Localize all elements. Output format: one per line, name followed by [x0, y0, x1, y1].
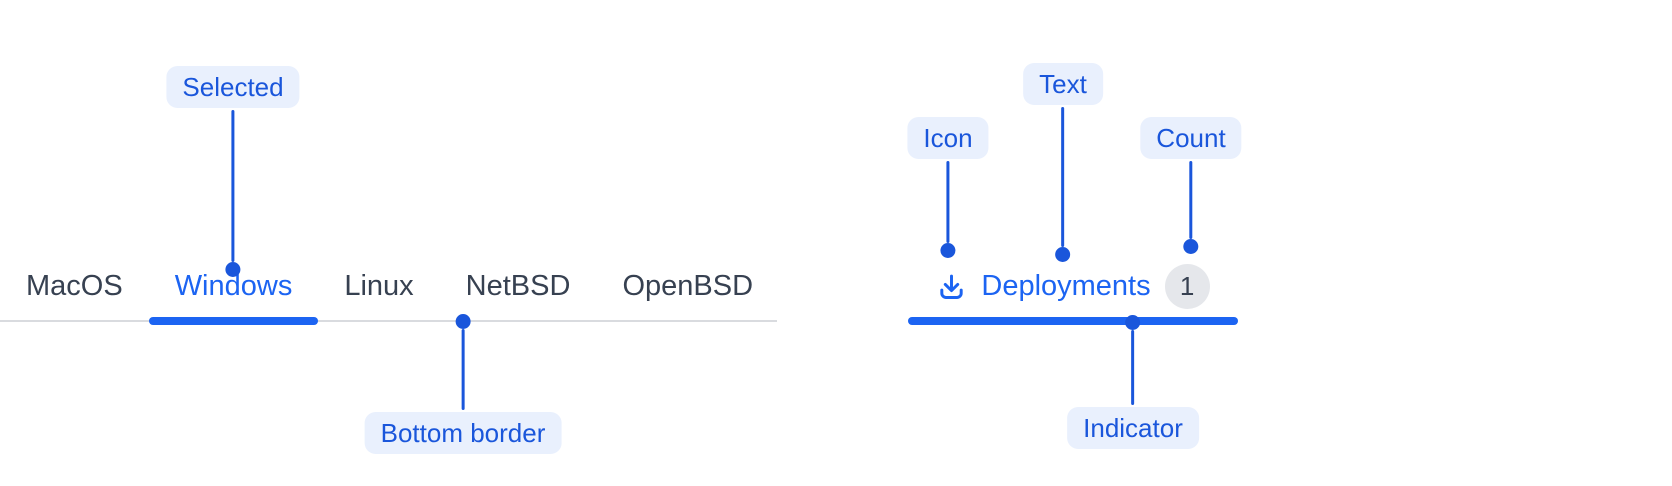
tab-linux[interactable]: Linux: [318, 252, 439, 320]
indicator-pointer-line: [1131, 330, 1135, 405]
count-label: Count: [1140, 117, 1242, 159]
text-pointer-line: [1061, 107, 1065, 247]
count-badge: 1: [1164, 263, 1210, 309]
tab-linux-label: Linux: [344, 269, 414, 302]
tab-netbsd-label: NetBSD: [465, 269, 571, 302]
selected-pointer-line: [231, 110, 235, 262]
icon-pointer-dot: [940, 243, 956, 258]
count-pointer-dot: [1183, 239, 1199, 254]
tab-deployments[interactable]: Deployments 1: [908, 252, 1238, 325]
tab-deployments-label: Deployments: [981, 269, 1151, 302]
active-tab-indicator: [908, 317, 1238, 325]
download-icon: [936, 271, 967, 302]
callout-text: Text: [1023, 63, 1103, 262]
callout-icon: Icon: [907, 117, 989, 258]
tab-openbsd[interactable]: OpenBSD: [596, 252, 779, 320]
tab-netbsd[interactable]: NetBSD: [440, 252, 597, 320]
bottom-border-label: Bottom border: [364, 412, 562, 454]
selected-label: Selected: [166, 66, 300, 108]
tab-macos-label: MacOS: [26, 269, 123, 302]
tab-openbsd-label: OpenBSD: [622, 269, 754, 302]
selected-tab-underline: [148, 317, 319, 325]
callout-selected: Selected: [166, 66, 300, 277]
icon-label: Icon: [907, 117, 989, 159]
text-label: Text: [1023, 63, 1103, 105]
indicator-pointer-dot: [1125, 315, 1141, 330]
bottom-border-pointer-dot: [455, 314, 471, 329]
count-pointer-line: [1189, 161, 1193, 239]
tab-macos[interactable]: MacOS: [0, 252, 149, 320]
tab-bar: MacOS Windows Linux NetBSD OpenBSD: [0, 252, 779, 325]
text-pointer-dot: [1055, 247, 1071, 262]
icon-pointer-line: [946, 161, 950, 243]
selected-pointer-dot: [225, 262, 241, 277]
callout-indicator: Indicator: [1067, 315, 1199, 449]
callout-count: Count: [1140, 117, 1242, 254]
indicator-label: Indicator: [1067, 407, 1199, 449]
bottom-border-pointer-line: [461, 329, 465, 410]
callout-bottom-border: Bottom border: [364, 314, 562, 454]
